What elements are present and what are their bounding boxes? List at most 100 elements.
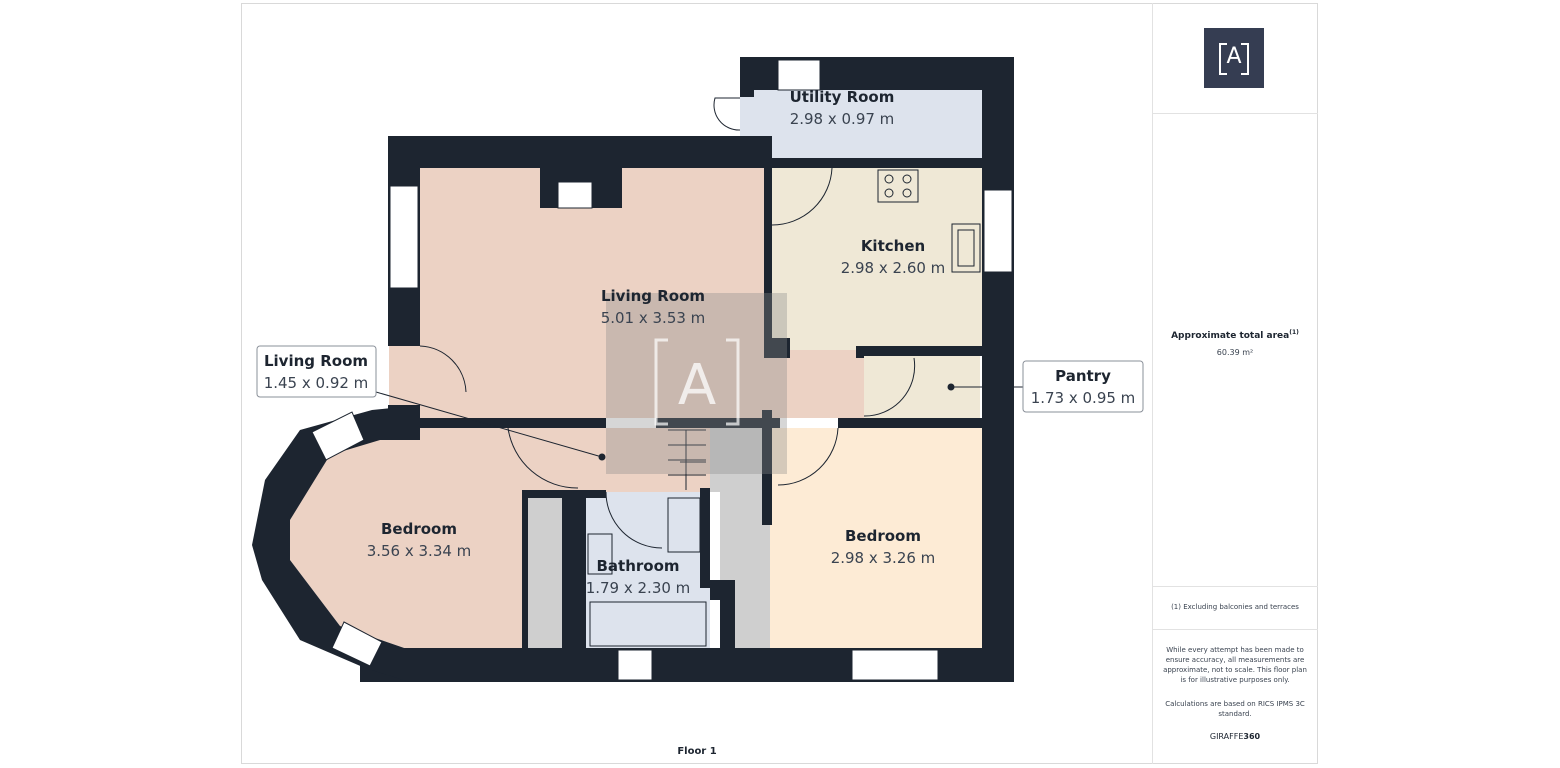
room-dimensions: 3.56 x 3.34 m [367,542,472,560]
brand-bold: 360 [1243,732,1261,741]
brand-logo: A [1204,28,1264,88]
hob [877,169,919,203]
kitchen-floor [772,168,982,350]
area-note-marker: (1) [1289,329,1299,336]
area-value: 60.39 m² [1216,348,1254,357]
bathroom-floor [586,492,710,648]
calculation-note: Calculations are based on RICS IPMS 3C s… [1165,700,1305,718]
room-dimensions: 5.01 x 3.53 m [601,309,706,327]
room-labels: Utility Room 2.98 x 0.97 m Kitchen 2.98 … [367,88,946,597]
wall-segment [522,490,528,650]
watermark-bracket-left [654,338,668,426]
wall-segment [764,168,772,358]
info-sidebar: A Approximate total area(1) 60.39 m² (1)… [1152,3,1318,764]
watermark-letter: A [678,353,716,418]
logo-letter: A [1226,44,1242,69]
room-dimensions: 2.98 x 3.26 m [831,549,936,567]
room-name: Bathroom [596,557,679,575]
bedroom-left-floor [290,428,606,650]
callout-anchor [598,453,606,461]
room-name: Kitchen [861,237,925,255]
room-name: Utility Room [790,88,895,106]
room-floors [290,90,982,650]
watermark-bracket-right [726,338,740,426]
window [311,411,365,461]
room-name: Bedroom [845,527,921,545]
room-dimensions: 1.79 x 2.30 m [586,579,691,597]
toilet [667,497,701,553]
door-swing [507,427,579,489]
logo-bracket-left [1219,43,1227,75]
hob-ring [884,188,894,198]
watermark-box [606,293,787,474]
window [389,185,419,289]
disclaimer: While every attempt has been made to ens… [1163,646,1307,684]
living-extension-floor [772,350,864,418]
window [851,649,939,681]
door-swing [605,491,663,549]
hob-ring [902,188,912,198]
wall-segment [764,338,790,358]
callout-dimensions: 1.73 x 0.95 m [1031,389,1136,407]
callout-dimensions: 1.45 x 0.92 m [264,374,369,392]
floor-label: Floor 1 [677,746,716,757]
area-title: Approximate total area(1) [1152,329,1318,341]
brand-light: GIRAFFE [1209,732,1244,741]
wall-segment [856,346,982,356]
sink-basin [957,229,975,267]
area-footnote: (1) Excluding balconies and terraces [1171,603,1299,611]
area-title-text: Approximate total area [1171,331,1290,341]
door-swing [713,97,741,131]
room-name: Living Room [601,287,705,305]
wall-segment [838,418,982,428]
stair-hall-floor [710,428,770,648]
living-room-floor [420,168,772,418]
window [617,649,653,681]
doors [419,97,916,549]
wall-segment [562,490,586,650]
hob-ring [902,174,912,184]
sidebar-divider [1152,3,1153,764]
room-dimensions: 2.98 x 0.97 m [790,110,895,128]
watermark: A [606,293,787,474]
window [777,59,821,91]
callout-box [1022,360,1144,413]
wall-segment [252,405,420,682]
chimney-hearth [557,181,593,209]
windows [311,59,1013,681]
wall-segment [388,136,772,168]
wall-segment [740,57,754,97]
wall-segment [764,158,1014,168]
callout-leader [375,391,603,458]
logo-bracket-right [1241,43,1249,75]
callout-box [256,345,377,398]
callout-name: Pantry [1055,367,1111,385]
sink [951,223,981,273]
brand-wordmark: GIRAFFE360 [1152,732,1318,741]
utility-room-floor [740,90,982,158]
bathtub [589,601,707,647]
wall-segment [762,410,772,525]
callout-name: Living Room [264,352,368,370]
callouts: Living Room 1.45 x 0.92 m Pantry 1.73 x … [256,345,1144,461]
left-closet-floor [528,497,562,648]
washbasin [587,533,613,575]
wall-segment [710,580,735,648]
door-swing [863,357,916,417]
wall-segment [982,57,1014,682]
sidebar-divider [1152,113,1318,114]
room-dimensions: 2.98 x 2.60 m [841,259,946,277]
room-name: Bedroom [381,520,457,538]
callout-anchor [947,383,955,391]
wall-segment [700,488,710,588]
hob-ring [884,174,894,184]
stair-arrow [680,430,706,490]
wall-segment [420,418,606,428]
sidebar-divider [1152,629,1318,630]
window [983,189,1013,273]
bedroom-right-floor [770,428,982,648]
sidebar-divider [1152,586,1318,587]
door-swing [771,167,833,226]
wall-segment [856,346,864,358]
